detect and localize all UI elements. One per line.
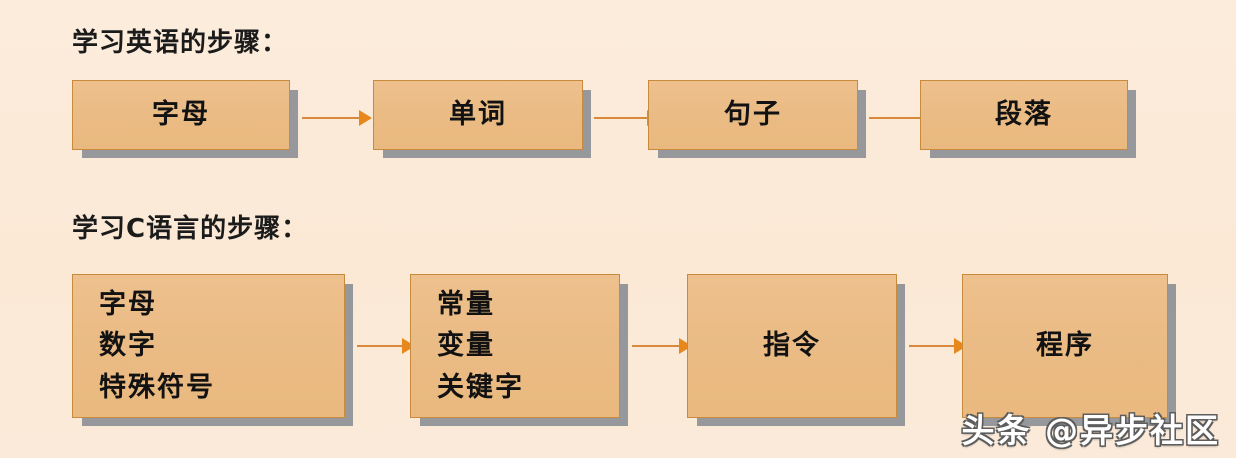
flow-node-sentences-english: 句子 — [648, 80, 858, 150]
section-caption-english: 学习英语的步骤： — [72, 28, 289, 58]
arrow-clang-1 — [357, 338, 415, 354]
flow-node-label: 句子 — [724, 99, 782, 131]
watermark-text: 头条 @异步社区 — [961, 411, 1220, 450]
flow-node-instructions-c: 指令 — [687, 274, 897, 418]
flow-node-label: 段落 — [995, 99, 1053, 131]
arrow-shaft — [302, 117, 360, 119]
flow-node-label: 常量 变量 关键字 — [437, 289, 524, 403]
flow-node-label: 程序 — [1036, 330, 1094, 362]
section-caption-clang: 学习C语言的步骤： — [72, 214, 309, 244]
flow-node-basic-symbols-c: 字母 数字 特殊符号 — [72, 274, 345, 418]
arrow-shaft — [357, 345, 403, 347]
arrow-clang-3 — [909, 338, 967, 354]
flow-node-paragraphs-english: 段落 — [920, 80, 1128, 150]
arrow-shaft — [909, 345, 955, 347]
flow-node-letters-english: 字母 — [72, 80, 290, 150]
arrow-shaft — [632, 345, 680, 347]
arrow-shaft — [869, 117, 923, 119]
flow-node-label: 指令 — [763, 330, 821, 362]
flow-node-label: 单词 — [449, 99, 507, 131]
flow-node-label: 字母 — [152, 99, 210, 131]
flow-node-words-english: 单词 — [373, 80, 583, 150]
flow-node-constants-variables-c: 常量 变量 关键字 — [410, 274, 620, 418]
flow-node-label: 字母 数字 特殊符号 — [99, 289, 215, 403]
arrow-english-1 — [302, 110, 372, 126]
arrow-shaft — [594, 117, 648, 119]
arrow-head-icon — [359, 110, 372, 126]
flow-node-program-c: 程序 — [962, 274, 1168, 418]
arrow-clang-2 — [632, 338, 692, 354]
